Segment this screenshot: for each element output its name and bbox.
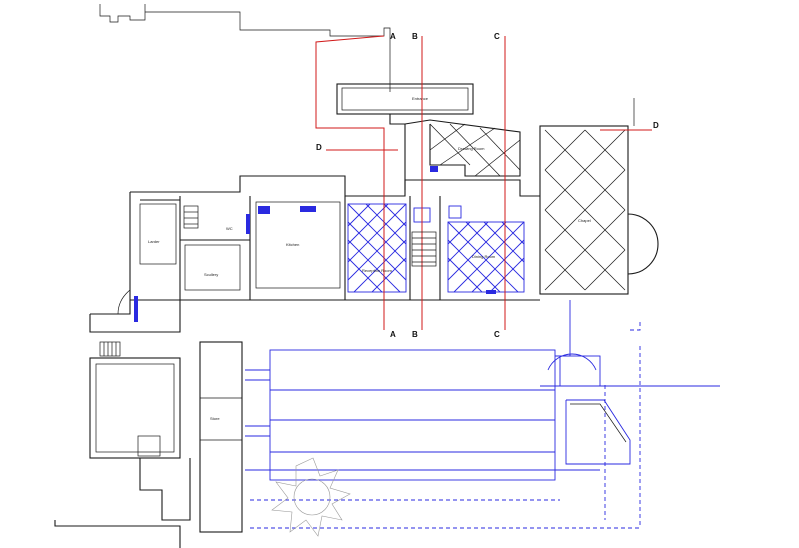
section-marker-c-top: C (494, 32, 500, 41)
proposed-fixtures (134, 166, 496, 322)
west-wing: Store (54, 289, 243, 548)
room-label-drawing: Drawing Room (458, 146, 485, 151)
stair-details: WC (99, 205, 437, 357)
entrance-wing: Entrance (336, 83, 474, 190)
north-outbuilding (99, 4, 391, 92)
drawing-room: Drawing Room (404, 119, 521, 177)
room-label-kitchen: Kitchen (286, 242, 299, 247)
section-marker-d-left: D (316, 143, 322, 152)
tree-symbol (271, 457, 351, 537)
room-label-scullery: Scullery (204, 272, 218, 277)
section-marker-a-top: A (390, 32, 396, 41)
room-label-wc: WC (226, 226, 233, 231)
proposed-terrace (245, 300, 720, 529)
room-label-store: Store (210, 416, 220, 421)
room-label-entrance: Entrance (412, 96, 429, 101)
section-marker-c-bottom: C (494, 330, 500, 339)
section-marker-d-right: D (653, 121, 659, 130)
chapel: Chapel (539, 98, 659, 295)
room-label-chapel: Chapel (578, 218, 591, 223)
section-marker-b-top: B (412, 32, 418, 41)
section-marker-b-bottom: B (412, 330, 418, 339)
dining-room-proposed: Dining Room (447, 221, 525, 293)
section-marker-a-bottom: A (390, 330, 396, 339)
room-label-dining: Dining Room (472, 254, 496, 259)
reception-room-proposed: Reception Room (347, 203, 407, 293)
section-lines (315, 35, 652, 330)
main-range: Larder Scullery Kitchen (129, 175, 540, 301)
room-label-larder: Larder (148, 239, 160, 244)
room-label-reception: Reception Room (362, 268, 392, 273)
